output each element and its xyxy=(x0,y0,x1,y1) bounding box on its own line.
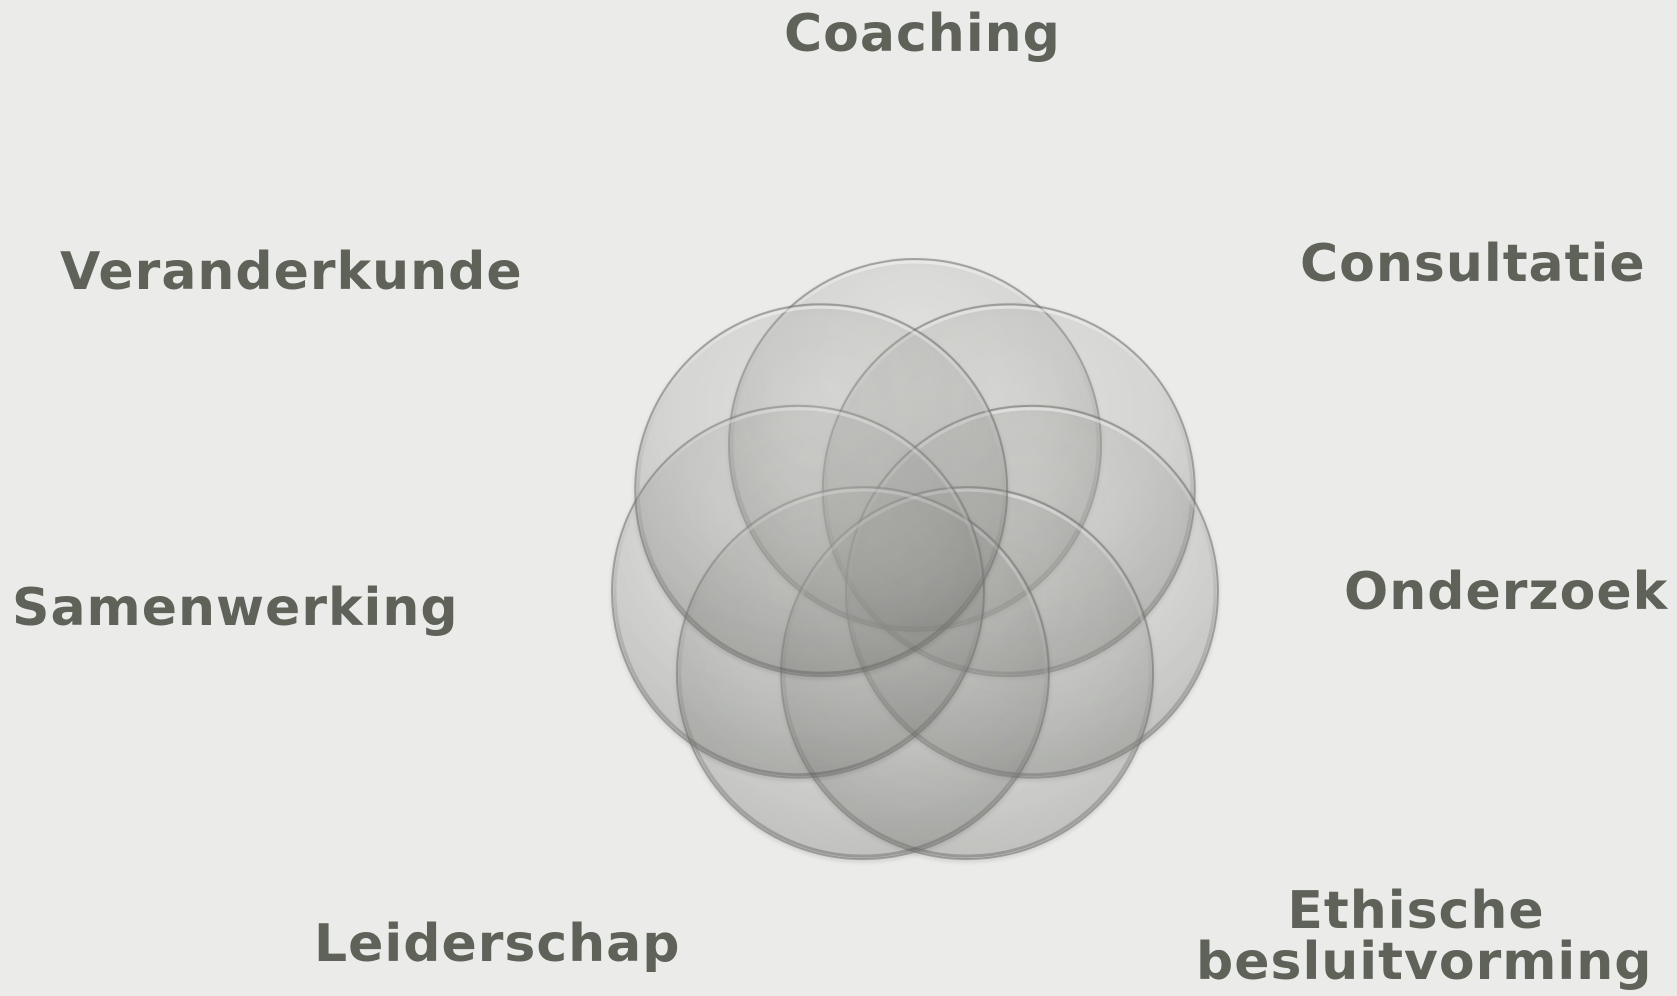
circle-rim-7 xyxy=(636,305,1006,675)
label-samenwerking: Samenwerking xyxy=(12,578,459,638)
circle-7 xyxy=(634,303,1009,678)
label-onderzoek: Onderzoek xyxy=(1344,562,1669,622)
overlapping-circles xyxy=(611,258,1219,861)
label-ethische-besluitvorming: Ethische besluitvorming xyxy=(1196,881,1653,992)
label-leiderschap: Leiderschap xyxy=(314,914,681,974)
label-veranderkunde: Veranderkunde xyxy=(60,242,523,302)
label-consultatie: Consultatie xyxy=(1300,234,1646,294)
label-ethische-line2: besluitvorming xyxy=(1196,931,1653,992)
label-ethische-line1: Ethische xyxy=(1287,881,1545,941)
label-coaching: Coaching xyxy=(784,4,1061,64)
